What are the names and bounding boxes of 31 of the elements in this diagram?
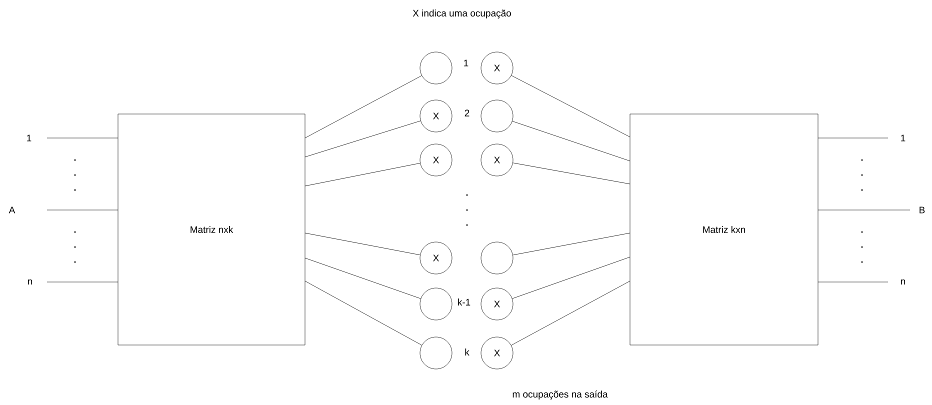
slot-circle — [480, 242, 514, 274]
connector-line — [512, 121, 630, 162]
terminal-label: n — [901, 279, 906, 285]
slot-circle — [420, 288, 452, 320]
matrix-box: Matriz kxn — [630, 114, 818, 346]
connector-line — [512, 256, 630, 299]
slot-circle — [420, 52, 452, 84]
row-number: k — [465, 348, 470, 356]
connector-line — [304, 75, 422, 138]
connector-line — [511, 280, 630, 346]
terminal-label: 1 — [27, 134, 32, 142]
terminal-label: n — [28, 279, 32, 285]
slot-circle — [480, 100, 514, 132]
slot-circle — [420, 336, 452, 370]
row-number: 2 — [464, 110, 470, 116]
connector-line — [304, 232, 420, 256]
title: X indica uma ocupação — [412, 10, 511, 18]
row-number: k-1 — [458, 298, 470, 306]
connector-line — [304, 280, 422, 346]
connector-line — [512, 232, 630, 256]
terminal-label: B — [920, 206, 925, 214]
terminal-label: 1 — [901, 134, 906, 142]
note: m ocupações na saída — [512, 390, 608, 400]
matrix-box: Matriz nxk — [118, 114, 306, 346]
connector-line — [304, 120, 421, 158]
connector-line — [304, 162, 420, 186]
terminal-label: A — [8, 206, 16, 214]
row-number: 1 — [464, 60, 468, 66]
connector-line — [304, 258, 421, 299]
connector-line — [512, 162, 630, 184]
connector-line — [511, 75, 630, 138]
